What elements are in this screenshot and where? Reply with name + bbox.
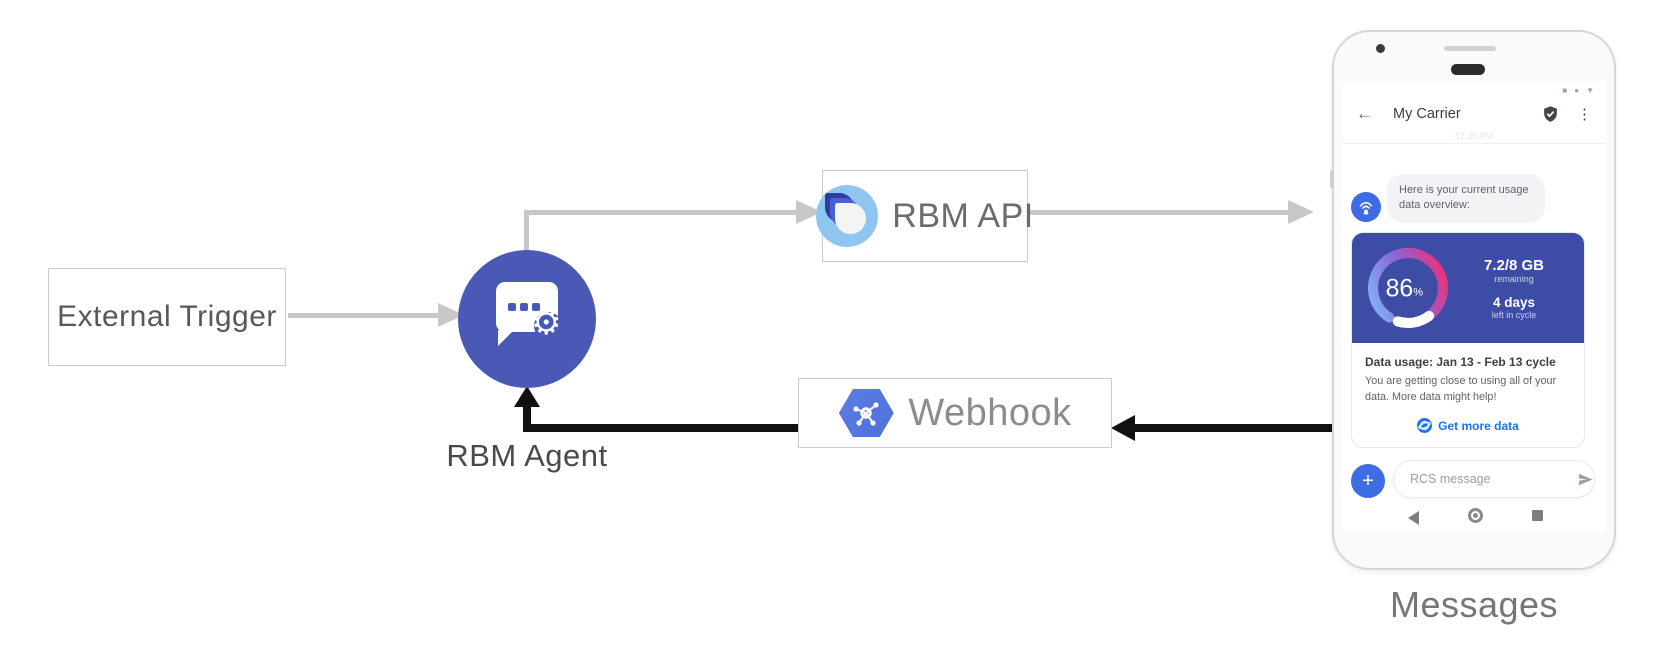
usage-card-details: Data usage: Jan 13 - Feb 13 cycle You ar… bbox=[1352, 343, 1584, 447]
arrow-webhook-to-agent-vertical bbox=[523, 404, 531, 432]
webhook-hexagon-icon bbox=[838, 389, 894, 437]
gear-icon: ⚙ bbox=[531, 304, 562, 342]
incoming-message-bubble: Here is your current usage data overview… bbox=[1387, 174, 1545, 223]
rbm-api-logo-icon bbox=[816, 185, 879, 247]
timestamp: 12:30 PM bbox=[1454, 131, 1494, 141]
arrow-webhook-to-agent-head bbox=[514, 386, 540, 407]
arrow-phone-to-webhook-head bbox=[1111, 415, 1135, 441]
compose-bar bbox=[1393, 460, 1595, 498]
get-more-data-icon bbox=[1417, 418, 1433, 434]
usage-rich-card: 86% 7.2/8 GB remaining 4 days left in cy… bbox=[1351, 232, 1585, 449]
front-camera bbox=[1376, 44, 1385, 53]
usage-card-body: You are getting close to using all of yo… bbox=[1365, 375, 1557, 403]
app-bar-divider bbox=[1342, 143, 1606, 144]
chat-gear-icon: ⚙ bbox=[494, 282, 564, 352]
arrow-phone-to-webhook bbox=[1133, 424, 1334, 432]
carrier-avatar bbox=[1351, 192, 1381, 222]
cycle-days-value: 4 days bbox=[1492, 294, 1536, 310]
get-more-data-button[interactable]: Get more data bbox=[1365, 418, 1571, 434]
data-remaining-value: 7.2/8 GB bbox=[1483, 256, 1545, 274]
overflow-menu-icon[interactable]: ⋮ bbox=[1577, 106, 1592, 123]
external-trigger-label: External Trigger bbox=[57, 300, 277, 333]
external-trigger-node: External Trigger bbox=[48, 268, 286, 366]
usage-card-heading: Data usage: Jan 13 - Feb 13 cycle bbox=[1365, 355, 1556, 369]
status-square-icon: ■ bbox=[1562, 86, 1568, 95]
webhook-node: Webhook bbox=[798, 378, 1112, 448]
rbm-api-label: RBM API bbox=[892, 196, 1034, 235]
nav-home-icon[interactable] bbox=[1468, 508, 1483, 523]
rbm-api-node: RBM API bbox=[816, 170, 1033, 262]
app-bar: ← My Carrier ⋮ bbox=[1342, 96, 1606, 132]
rcs-message-input[interactable] bbox=[1394, 472, 1577, 486]
usage-gauge-panel: 86% 7.2/8 GB remaining 4 days left in cy… bbox=[1352, 233, 1584, 343]
data-remaining-label: remaining bbox=[1494, 273, 1534, 284]
status-triangle-icon: ▼ bbox=[1586, 86, 1594, 95]
android-nav-bar bbox=[1342, 506, 1606, 532]
hotspot-icon bbox=[1359, 201, 1373, 215]
conversation-title: My Carrier bbox=[1393, 106, 1461, 122]
arrow-trigger-to-agent bbox=[288, 313, 440, 318]
nav-overview-icon[interactable] bbox=[1532, 510, 1543, 521]
phone-mockup: ■ ● ▼ ← My Carrier ⋮ 12:30 PM bbox=[1330, 30, 1616, 570]
messages-caption: Messages bbox=[1389, 584, 1559, 625]
arrow-agent-to-api-horizontal bbox=[524, 210, 798, 215]
arrow-webhook-to-agent-horizontal bbox=[523, 424, 798, 432]
nav-back-icon[interactable] bbox=[1408, 511, 1419, 525]
arrow-api-to-phone-head bbox=[1288, 200, 1314, 224]
cycle-days-label: left in cycle bbox=[1491, 309, 1537, 320]
messages-app-screen: ■ ● ▼ ← My Carrier ⋮ 12:30 PM bbox=[1342, 82, 1606, 532]
webhook-label: Webhook bbox=[908, 391, 1072, 434]
earpiece bbox=[1451, 64, 1485, 75]
attach-plus-button[interactable]: + bbox=[1351, 464, 1385, 498]
rbm-agent-label: RBM Agent bbox=[446, 438, 608, 473]
get-more-data-label: Get more data bbox=[1438, 418, 1519, 433]
usage-gauge: 86% bbox=[1368, 247, 1449, 328]
back-icon[interactable]: ← bbox=[1356, 104, 1373, 123]
rbm-agent-node: ⚙ bbox=[458, 250, 596, 388]
arrow-agent-to-api-vertical bbox=[524, 210, 529, 255]
status-bar: ■ ● ▼ bbox=[1562, 86, 1594, 95]
side-button bbox=[1330, 170, 1334, 188]
plus-icon: + bbox=[1362, 469, 1374, 492]
send-icon[interactable] bbox=[1577, 471, 1594, 488]
status-dot-icon: ● bbox=[1574, 86, 1580, 95]
verified-shield-icon bbox=[1542, 105, 1559, 123]
speaker-slot bbox=[1444, 46, 1496, 51]
arrow-api-to-phone bbox=[1028, 210, 1290, 215]
svg-text:86%: 86% bbox=[1386, 275, 1424, 302]
